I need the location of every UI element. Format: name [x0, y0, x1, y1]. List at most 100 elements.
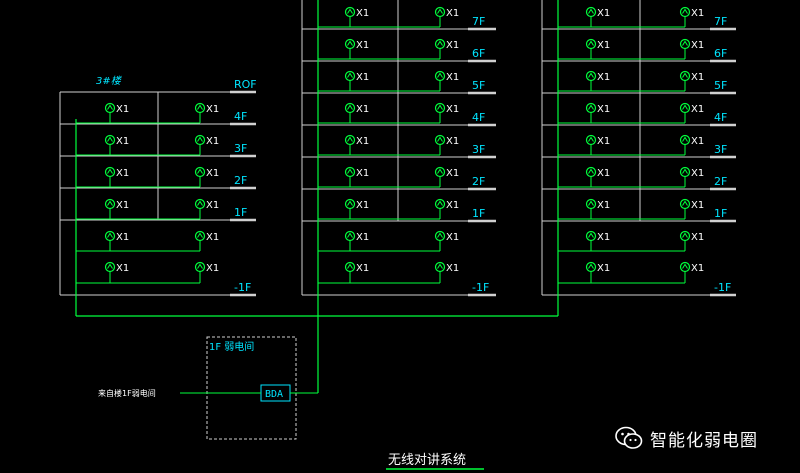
antenna-icon-mark: [107, 136, 113, 142]
antenna-icon-mark: [588, 8, 594, 14]
antenna: X1: [104, 261, 129, 276]
watermark-text: 智能化弱电圈: [650, 430, 758, 451]
antenna: X1: [585, 261, 610, 276]
floor-label: 5F: [714, 79, 727, 92]
antenna-label: X1: [691, 200, 704, 211]
antenna: X1: [344, 102, 369, 117]
antenna-label: X1: [356, 136, 369, 147]
antenna: X1: [679, 134, 704, 149]
antenna-icon-mark: [107, 168, 113, 174]
antenna-icon-mark: [347, 72, 353, 78]
antenna-icon-mark: [588, 72, 594, 78]
antenna-label: X1: [597, 136, 610, 147]
antenna-label: X1: [597, 232, 610, 243]
antenna: X1: [585, 166, 610, 181]
antenna-icon-mark: [437, 232, 443, 238]
antenna: X1: [434, 166, 459, 181]
antenna: X1: [434, 102, 459, 117]
antenna: X1: [344, 38, 369, 53]
antenna-icon-mark: [197, 232, 203, 238]
trunk-cables: [76, 315, 558, 393]
antenna-icon-mark: [682, 232, 688, 238]
antenna-icon-mark: [347, 136, 353, 142]
antenna-icon-mark: [437, 168, 443, 174]
antenna-label: X1: [206, 263, 219, 274]
floor-label: ROF: [234, 78, 257, 91]
floor-label: 6F: [472, 47, 485, 60]
building-title: 3#楼: [96, 75, 122, 87]
antenna-label: X1: [597, 40, 610, 51]
antenna-icon-mark: [197, 263, 203, 269]
watermark: 智能化弱电圈: [614, 424, 758, 452]
antenna-icon-mark: [347, 168, 353, 174]
antenna-icon-mark: [107, 263, 113, 269]
antenna-label: X1: [446, 72, 459, 83]
antenna: X1: [344, 134, 369, 149]
antenna-icon-mark: [437, 40, 443, 46]
antenna-icon-mark: [588, 200, 594, 206]
antenna: X1: [679, 166, 704, 181]
antenna-icon-mark: [682, 104, 688, 110]
antenna-icon-mark: [107, 232, 113, 238]
antenna-icon-mark: [347, 40, 353, 46]
antenna-icon-mark: [347, 200, 353, 206]
antenna-label: X1: [206, 136, 219, 147]
antenna-label: X1: [356, 104, 369, 115]
antenna: X1: [344, 230, 369, 245]
antenna: X1: [194, 134, 219, 149]
antenna: X1: [679, 70, 704, 85]
floor-label: 4F: [234, 110, 247, 123]
antenna-icon-mark: [347, 232, 353, 238]
antenna-label: X1: [597, 8, 610, 19]
antenna-icon-mark: [682, 40, 688, 46]
antenna-label: X1: [206, 168, 219, 179]
antenna-icon-mark: [437, 8, 443, 14]
antenna-icon-mark: [347, 263, 353, 269]
antenna-label: X1: [356, 8, 369, 19]
antenna-label: X1: [691, 8, 704, 19]
antenna-label: X1: [597, 72, 610, 83]
antenna: X1: [679, 198, 704, 213]
antenna-label: X1: [446, 8, 459, 19]
antenna-label: X1: [206, 104, 219, 115]
antenna-label: X1: [206, 232, 219, 243]
antenna-icon-mark: [197, 200, 203, 206]
antenna: X1: [585, 134, 610, 149]
antenna-label: X1: [691, 136, 704, 147]
antenna-label: X1: [446, 232, 459, 243]
antenna-icon-mark: [682, 200, 688, 206]
antenna-icon-mark: [437, 72, 443, 78]
antenna: X1: [679, 102, 704, 117]
antenna-label: X1: [597, 104, 610, 115]
antenna: X1: [344, 166, 369, 181]
antenna: X1: [344, 198, 369, 213]
antenna-label: X1: [691, 168, 704, 179]
antenna-icon-mark: [437, 104, 443, 110]
floor-label: 6F: [714, 47, 727, 60]
antenna-label: X1: [116, 104, 129, 115]
antenna: X1: [104, 134, 129, 149]
antenna-icon-mark: [682, 263, 688, 269]
antenna-icon-mark: [588, 40, 594, 46]
floor-label: -1F: [234, 281, 251, 294]
floor-label: 4F: [472, 111, 485, 124]
floor-label: 2F: [714, 175, 727, 188]
antenna-icon-mark: [588, 168, 594, 174]
antenna: X1: [585, 102, 610, 117]
floor-label: -1F: [472, 281, 489, 294]
antenna-label: X1: [356, 263, 369, 274]
antenna-icon-mark: [197, 168, 203, 174]
antenna-label: X1: [446, 40, 459, 51]
antenna-label: X1: [691, 263, 704, 274]
antenna: X1: [434, 230, 459, 245]
antenna-label: X1: [116, 136, 129, 147]
antenna-label: X1: [356, 232, 369, 243]
antenna-icon-mark: [588, 263, 594, 269]
equipment-room: 1F 弱电间 BDA 来自楼1F弱电间: [98, 336, 318, 440]
equipment-room-frame: [206, 336, 297, 440]
antenna: X1: [194, 102, 219, 117]
antenna: X1: [585, 230, 610, 245]
antenna: X1: [104, 198, 129, 213]
